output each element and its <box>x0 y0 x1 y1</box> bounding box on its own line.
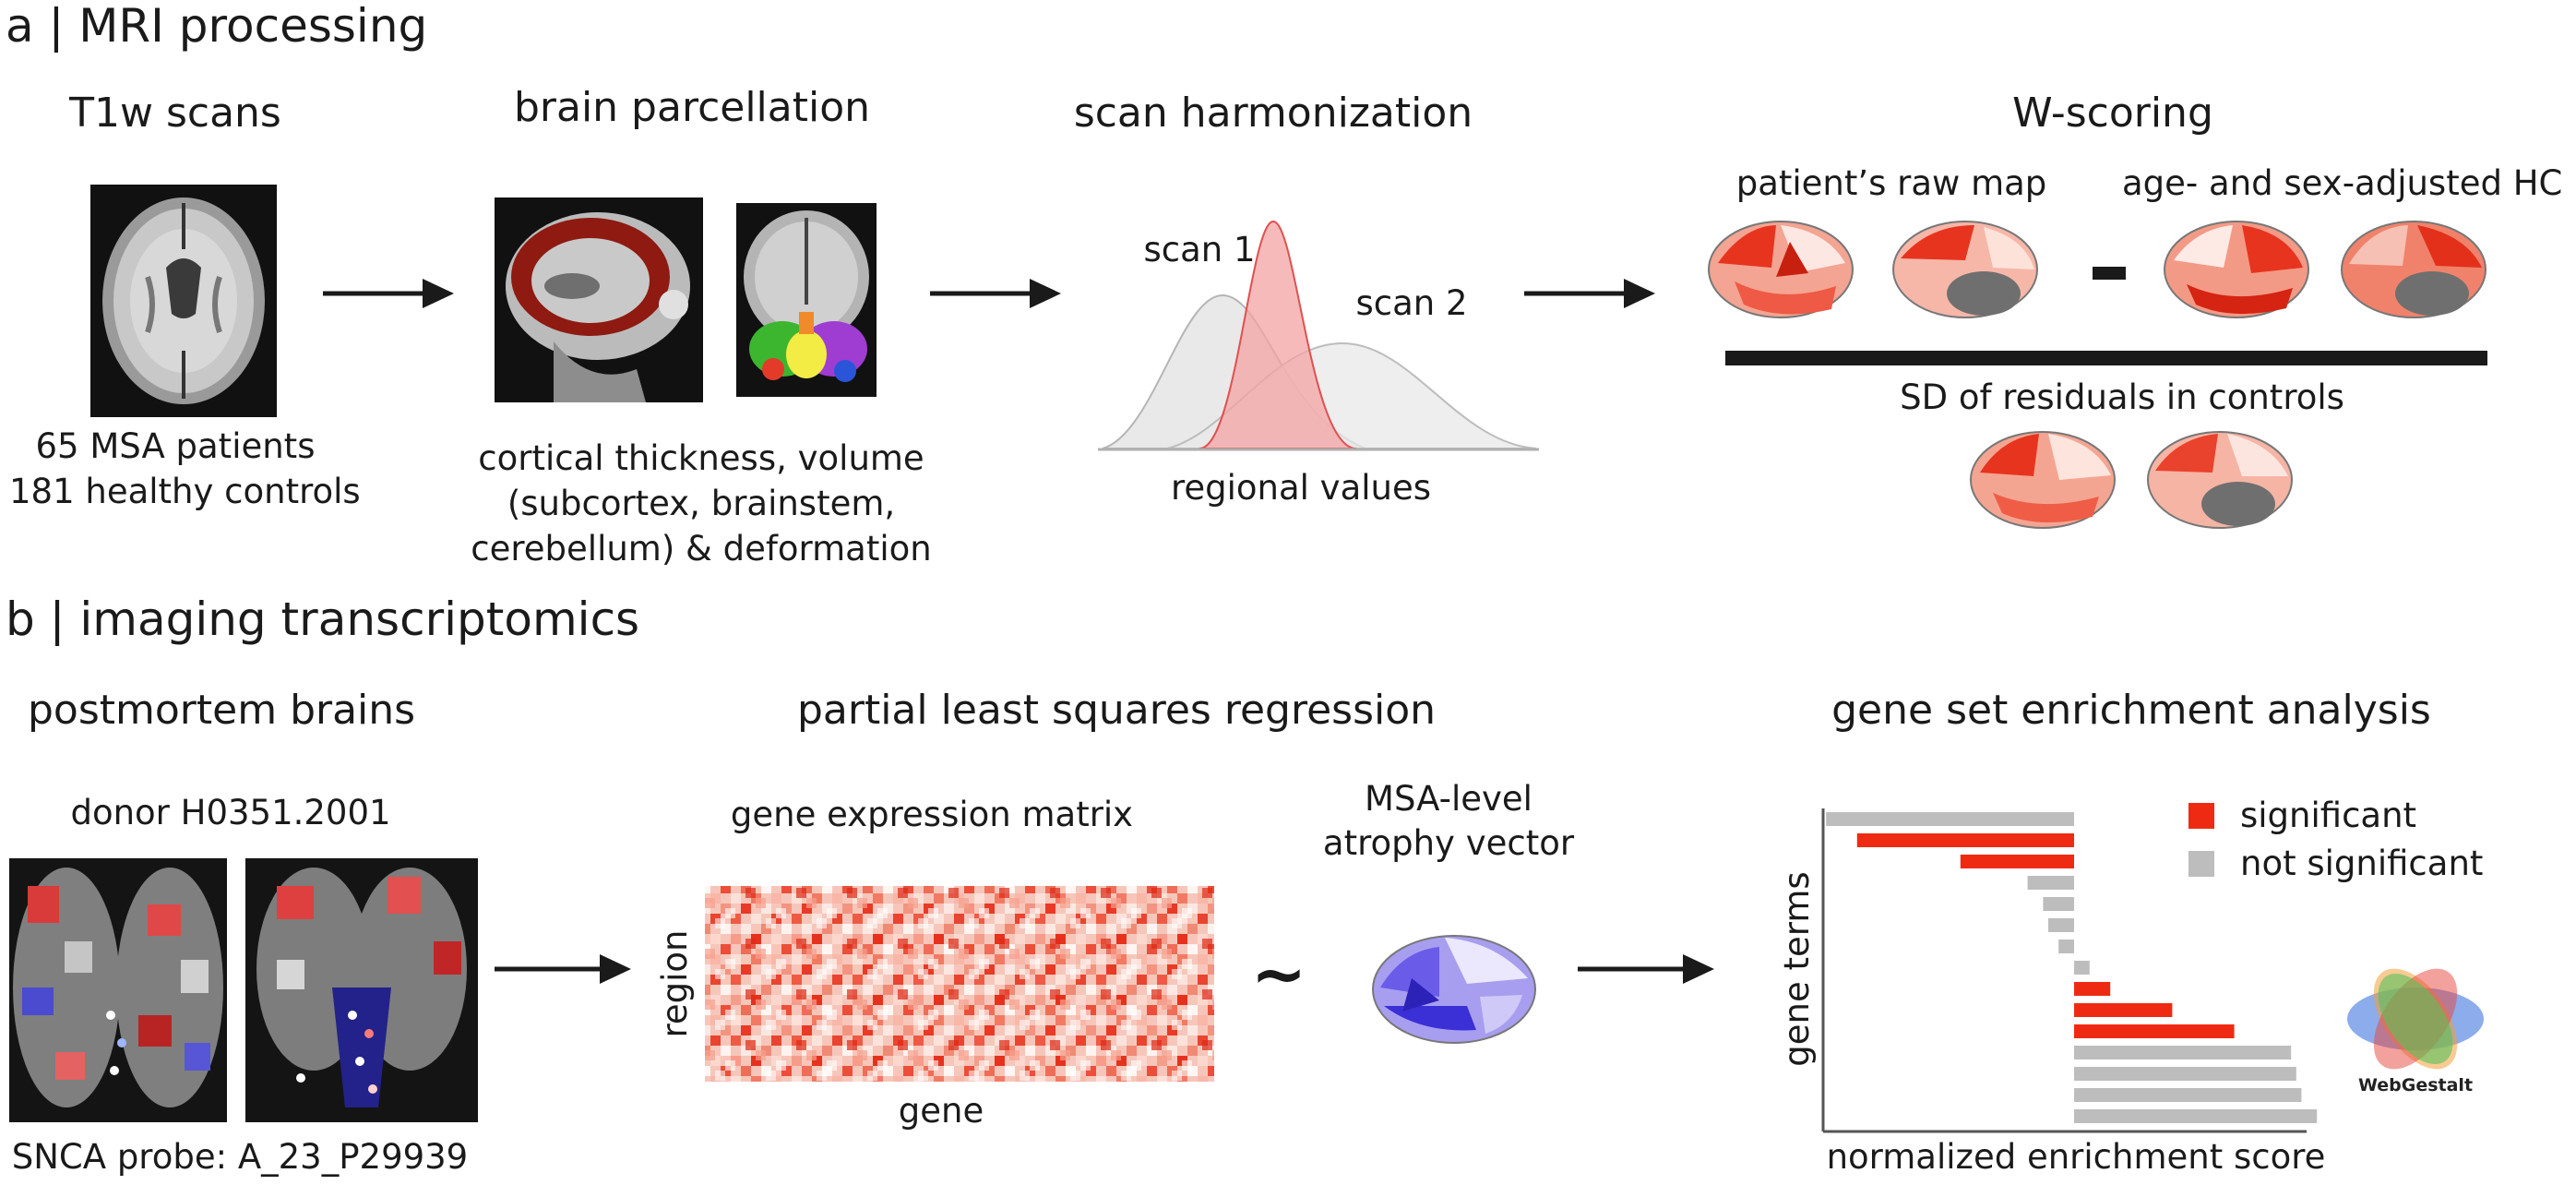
harmonization-densities <box>1098 220 1539 451</box>
parcellation-title: brain parcellation <box>513 84 871 131</box>
panel-a-title: a | MRI processing <box>6 0 428 53</box>
postmortem-title: postmortem brains <box>28 687 416 734</box>
vector-label-line1: MSA-level <box>1365 779 1532 819</box>
donor-label: donor H0351.2001 <box>70 793 391 832</box>
legend-not-significant-label: not significant <box>2240 844 2483 883</box>
harmonized-density-curve <box>1199 220 1357 449</box>
parcellation-sagittal-image <box>495 198 703 402</box>
scan1-label: scan 1 <box>1143 230 1256 269</box>
parcellation-line1: cortical thickness, volume <box>478 438 924 478</box>
legend-not-significant-swatch <box>2188 851 2214 877</box>
matrix-col-label: gene <box>898 1091 984 1131</box>
probe-label: SNCA probe: A_23_P29939 <box>11 1137 469 1177</box>
t1w-patients-label: 65 MSA patients <box>35 426 316 466</box>
gsea-bar <box>2043 897 2074 911</box>
gsea-title: gene set enrichment analysis <box>1831 687 2431 734</box>
minus-sign <box>2093 267 2126 280</box>
parcellation-line3: cerebellum) & deformation <box>471 529 932 569</box>
arrow-t1w-to-parcellation <box>323 279 454 308</box>
harmonization-title: scan harmonization <box>1073 90 1473 137</box>
webgestalt-logo: WebGestalt <box>2347 968 2484 1095</box>
wscore-raw-medial-brain <box>1892 221 2038 318</box>
arrow-pls-to-gsea <box>1578 954 1714 984</box>
parcellation-coronal-image <box>736 203 877 397</box>
legend-significant-label: significant <box>2240 796 2416 835</box>
t1w-title: T1w scans <box>69 90 281 137</box>
wscore-hc-lateral-brain <box>2164 221 2309 318</box>
t1w-controls-label: 181 healthy controls <box>9 472 361 511</box>
wscore-raw-lateral-brain <box>1708 221 1854 318</box>
atrophy-vector-brain <box>1372 935 1536 1044</box>
gsea-bar <box>2074 1003 2173 1017</box>
gsea-bar <box>2058 940 2074 953</box>
tilde-symbol: ~ <box>1251 935 1306 1012</box>
gsea-bar <box>1960 855 2074 868</box>
wscore-hc-medial-brain <box>2341 221 2487 318</box>
postmortem-brain-ventral <box>245 858 478 1122</box>
harmonization-xlabel: regional values <box>1170 468 1432 508</box>
arrow-parcellation-to-harmonization <box>930 279 1061 308</box>
arrow-brains-to-pls <box>495 954 631 984</box>
gsea-bar <box>2074 961 2090 975</box>
legend-significant-swatch <box>2188 803 2214 829</box>
gsea-bar <box>2074 1109 2318 1123</box>
gsea-bar <box>2074 1088 2302 1102</box>
pls-title: partial least squares regression <box>796 687 1437 734</box>
wscoring-title: W-scoring <box>2012 90 2213 137</box>
gsea-bars <box>1826 812 2318 1123</box>
adjusted-map-label: age- and sex-adjusted HC map <box>2122 163 2576 203</box>
gsea-chart: gene terms significant not significant <box>1777 796 2483 1133</box>
postmortem-brain-dorsal <box>9 858 227 1122</box>
webgestalt-logo-text: WebGestalt <box>2358 1075 2473 1095</box>
gsea-bar <box>1826 812 2074 826</box>
gsea-xlabel: normalized enrichment score <box>1826 1137 2326 1177</box>
gsea-bar <box>2074 982 2111 996</box>
gsea-bar <box>2074 1046 2292 1059</box>
t1w-scan-image <box>90 185 277 417</box>
gsea-bar <box>2048 918 2074 932</box>
panel-b-title: b | imaging transcriptomics <box>6 592 640 646</box>
sd-label: SD of residuals in controls <box>1900 377 2344 417</box>
division-bar <box>1725 351 2487 365</box>
wscore-sd-lateral-brain <box>1970 431 2116 529</box>
gsea-bar <box>2074 1024 2235 1038</box>
gene-expression-matrix <box>705 886 1214 1082</box>
matrix-label: gene expression matrix <box>730 795 1134 834</box>
arrow-harmonization-to-wscoring <box>1524 279 1655 308</box>
gsea-ylabel: gene terms <box>1777 871 1817 1066</box>
matrix-row-label: region <box>655 929 695 1037</box>
scan2-label: scan 2 <box>1355 283 1468 323</box>
vector-label-line2: atrophy vector <box>1322 823 1575 863</box>
gsea-bar <box>2074 1067 2296 1081</box>
parcellation-line2: (subcortex, brainstem, <box>507 484 896 523</box>
raw-map-label: patient’s raw map <box>1735 163 2047 203</box>
gsea-bar <box>2027 876 2074 890</box>
wscore-sd-medial-brain <box>2147 431 2293 529</box>
gsea-bar <box>1856 833 2074 847</box>
